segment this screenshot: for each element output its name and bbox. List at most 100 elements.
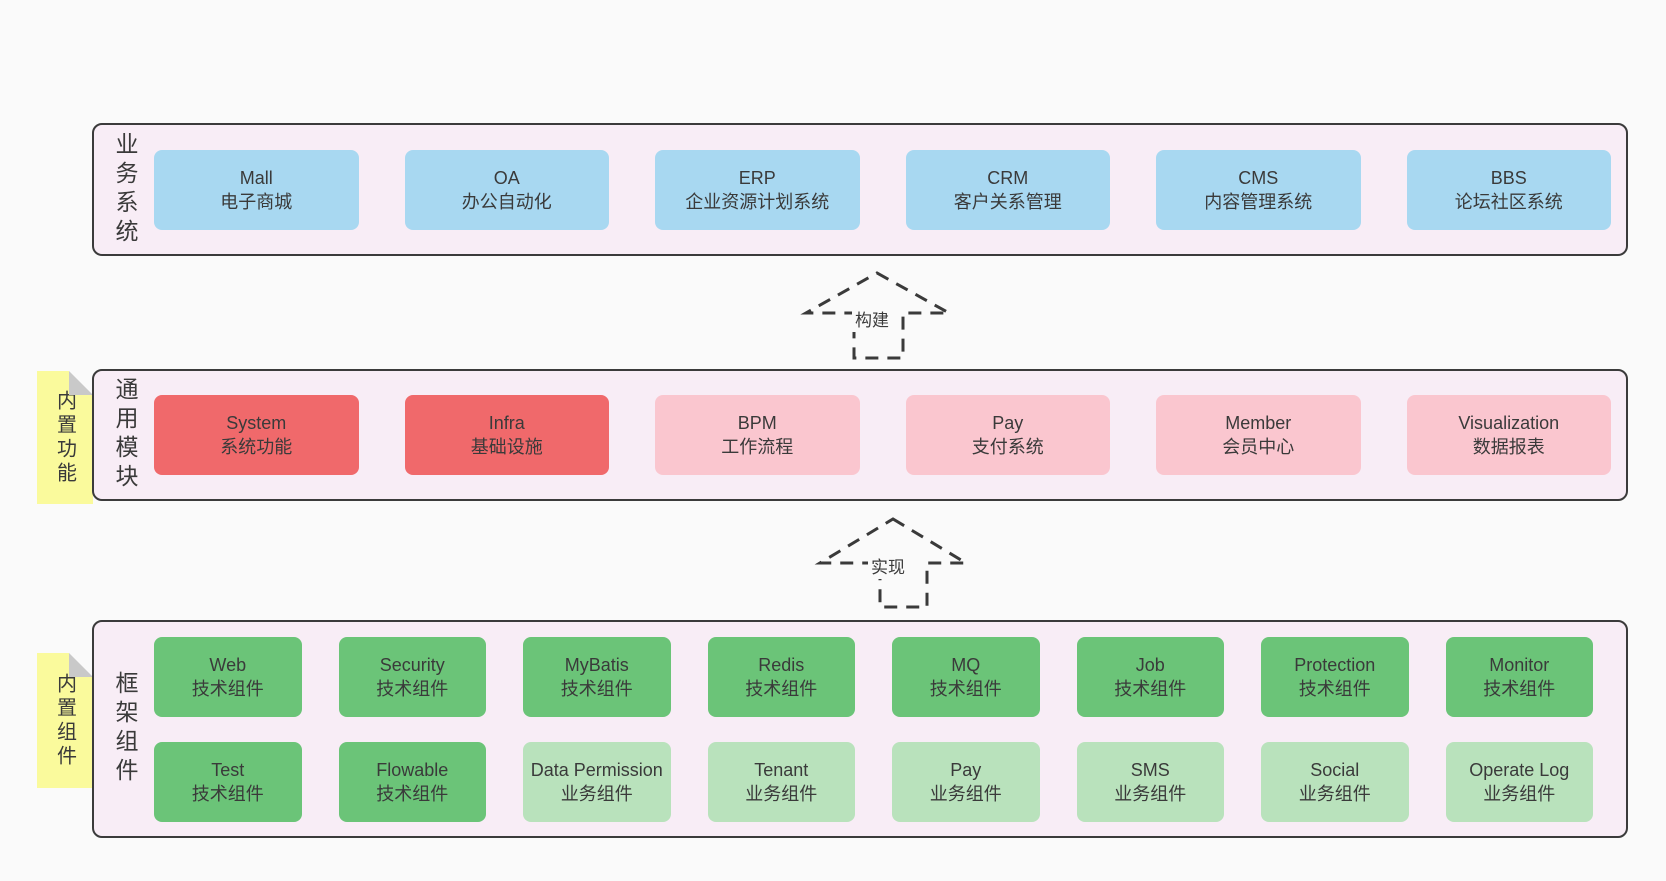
module-box-title: BPM bbox=[737, 413, 777, 433]
band-rows: System 系统功能 Infra 基础设施 BPM 工作流程 Pay 支付系统… bbox=[154, 371, 1611, 499]
module-box-subtitle: 会员中心 bbox=[1222, 437, 1295, 457]
box-web: Web 技术组件 bbox=[154, 636, 302, 717]
box-redis: Redis 技术组件 bbox=[707, 636, 855, 717]
band-row: System 系统功能 Infra 基础设施 BPM 工作流程 Pay 支付系统… bbox=[154, 395, 1611, 475]
box-mybatis: MyBatis 技术组件 bbox=[523, 636, 671, 717]
band-rows: Mall 电子商城 OA 办公自动化 ERP 企业资源计划系统 CRM 客户关系… bbox=[154, 125, 1611, 254]
module-box-subtitle: 系统功能 bbox=[220, 437, 293, 457]
box-bbs: BBS 论坛社区系统 bbox=[1406, 149, 1611, 230]
module-box-title: System bbox=[226, 413, 287, 433]
box-mq: MQ 技术组件 bbox=[892, 636, 1040, 717]
module-box-subtitle: 业务组件 bbox=[1114, 783, 1187, 804]
box-test: Test 技术组件 bbox=[154, 741, 302, 822]
module-box-subtitle: 企业资源计划系统 bbox=[685, 191, 830, 212]
box-infra: Infra 基础设施 bbox=[404, 395, 609, 475]
module-box-title: Redis bbox=[758, 654, 805, 675]
build-arrow-label: 构建 bbox=[852, 309, 892, 332]
module-box-title: Web bbox=[209, 654, 247, 675]
module-box-subtitle: 技术组件 bbox=[376, 678, 449, 699]
module-box-title: Pay bbox=[950, 759, 982, 780]
box-protection: Protection 技术组件 bbox=[1261, 636, 1409, 717]
box-flowable: Flowable 技术组件 bbox=[338, 741, 486, 822]
module-box-subtitle: 业务组件 bbox=[745, 783, 818, 804]
module-box-title: OA bbox=[493, 167, 520, 188]
module-box-subtitle: 电子商城 bbox=[220, 191, 293, 212]
box-data-permission: Data Permission 业务组件 bbox=[523, 741, 671, 822]
build-arrow-outline bbox=[800, 271, 955, 360]
box-pay: Pay 支付系统 bbox=[905, 395, 1110, 475]
module-box-subtitle: 业务组件 bbox=[1298, 783, 1371, 804]
module-box-subtitle: 技术组件 bbox=[191, 783, 264, 804]
module-box-title: Infra bbox=[488, 413, 525, 433]
box-sms: SMS 业务组件 bbox=[1076, 741, 1224, 822]
box-visualization: Visualization 数据报表 bbox=[1406, 395, 1611, 475]
module-box-subtitle: 基础设施 bbox=[470, 437, 543, 457]
implement-arrow-label: 实现 bbox=[868, 556, 908, 579]
module-box-subtitle: 业务组件 bbox=[560, 783, 633, 804]
band-row: Mall 电子商城 OA 办公自动化 ERP 企业资源计划系统 CRM 客户关系… bbox=[154, 149, 1611, 230]
module-box-title: Mall bbox=[239, 167, 273, 188]
build-arrow-icon bbox=[800, 271, 955, 360]
module-box-title: Visualization bbox=[1458, 413, 1560, 433]
module-box-title: Security bbox=[379, 654, 445, 675]
module-box-title: Job bbox=[1135, 654, 1165, 675]
box-bpm: BPM 工作流程 bbox=[655, 395, 860, 475]
module-box-subtitle: 技术组件 bbox=[745, 678, 818, 699]
module-box-subtitle: 技术组件 bbox=[560, 678, 633, 699]
module-box-title: Monitor bbox=[1489, 654, 1550, 675]
box-tenant: Tenant 业务组件 bbox=[707, 741, 855, 822]
box-monitor: Monitor 技术组件 bbox=[1445, 636, 1593, 717]
box-system: System 系统功能 bbox=[154, 395, 359, 475]
sticky-note-common-modules: 内置功能 bbox=[37, 371, 93, 504]
module-box-title: MQ bbox=[951, 654, 981, 675]
band-business-systems: 业务系统 Mall 电子商城 OA 办公自动化 ERP 企业资源计划系统 CRM… bbox=[92, 123, 1628, 256]
band-row: Web 技术组件 Security 技术组件 MyBatis 技术组件 Redi… bbox=[154, 636, 1593, 717]
module-box-title: Flowable bbox=[376, 759, 449, 780]
module-box-subtitle: 技术组件 bbox=[1298, 678, 1371, 699]
module-box-subtitle: 数据报表 bbox=[1472, 437, 1545, 457]
module-box-title: CRM bbox=[987, 167, 1029, 188]
box-member: Member 会员中心 bbox=[1156, 395, 1361, 475]
module-box-subtitle: 技术组件 bbox=[1114, 678, 1187, 699]
band-common-modules: 通用模块 System 系统功能 Infra 基础设施 BPM 工作流程 Pay… bbox=[92, 369, 1628, 501]
module-box-title: MyBatis bbox=[564, 654, 629, 675]
box-operate-log: Operate Log 业务组件 bbox=[1445, 741, 1593, 822]
box-mall: Mall 电子商城 bbox=[154, 149, 359, 230]
module-box-subtitle: 客户关系管理 bbox=[953, 191, 1062, 212]
box-pay: Pay 业务组件 bbox=[892, 741, 1040, 822]
box-erp: ERP 企业资源计划系统 bbox=[655, 149, 860, 230]
module-box-subtitle: 业务组件 bbox=[1483, 783, 1556, 804]
box-job: Job 技术组件 bbox=[1076, 636, 1224, 717]
module-box-subtitle: 办公自动化 bbox=[461, 191, 552, 212]
module-box-title: SMS bbox=[1130, 759, 1170, 780]
module-box-title: CMS bbox=[1238, 167, 1279, 188]
module-box-subtitle: 业务组件 bbox=[929, 783, 1002, 804]
sticky-note-label: 内置功能 bbox=[53, 389, 76, 486]
module-box-title: BBS bbox=[1490, 167, 1527, 188]
band-row: Test 技术组件 Flowable 技术组件 Data Permission … bbox=[154, 741, 1593, 822]
band-label: 通用模块 bbox=[112, 377, 138, 493]
sticky-note-label: 内置组件 bbox=[53, 672, 76, 769]
module-box-subtitle: 工作流程 bbox=[721, 437, 794, 457]
module-box-subtitle: 支付系统 bbox=[971, 437, 1044, 457]
module-box-subtitle: 技术组件 bbox=[1483, 678, 1556, 699]
band-framework-components: 框架组件 Web 技术组件 Security 技术组件 MyBatis 技术组件… bbox=[92, 620, 1628, 838]
module-box-subtitle: 论坛社区系统 bbox=[1454, 191, 1563, 212]
module-box-subtitle: 内容管理系统 bbox=[1204, 191, 1313, 212]
box-cms: CMS 内容管理系统 bbox=[1156, 149, 1361, 230]
sticky-note-framework-components: 内置组件 bbox=[37, 653, 93, 788]
box-social: Social 业务组件 bbox=[1261, 741, 1409, 822]
module-box-title: Test bbox=[211, 759, 245, 780]
module-box-title: Social bbox=[1310, 759, 1360, 780]
module-box-subtitle: 技术组件 bbox=[191, 678, 264, 699]
band-rows: Web 技术组件 Security 技术组件 MyBatis 技术组件 Redi… bbox=[154, 622, 1593, 836]
box-crm: CRM 客户关系管理 bbox=[905, 149, 1110, 230]
implement-arrow-icon bbox=[814, 517, 972, 609]
module-box-title: Data Permission bbox=[530, 759, 663, 780]
box-security: Security 技术组件 bbox=[338, 636, 486, 717]
module-box-subtitle: 技术组件 bbox=[929, 678, 1002, 699]
box-oa: OA 办公自动化 bbox=[404, 149, 609, 230]
implement-arrow-outline bbox=[814, 517, 972, 609]
module-box-title: Protection bbox=[1294, 654, 1376, 675]
